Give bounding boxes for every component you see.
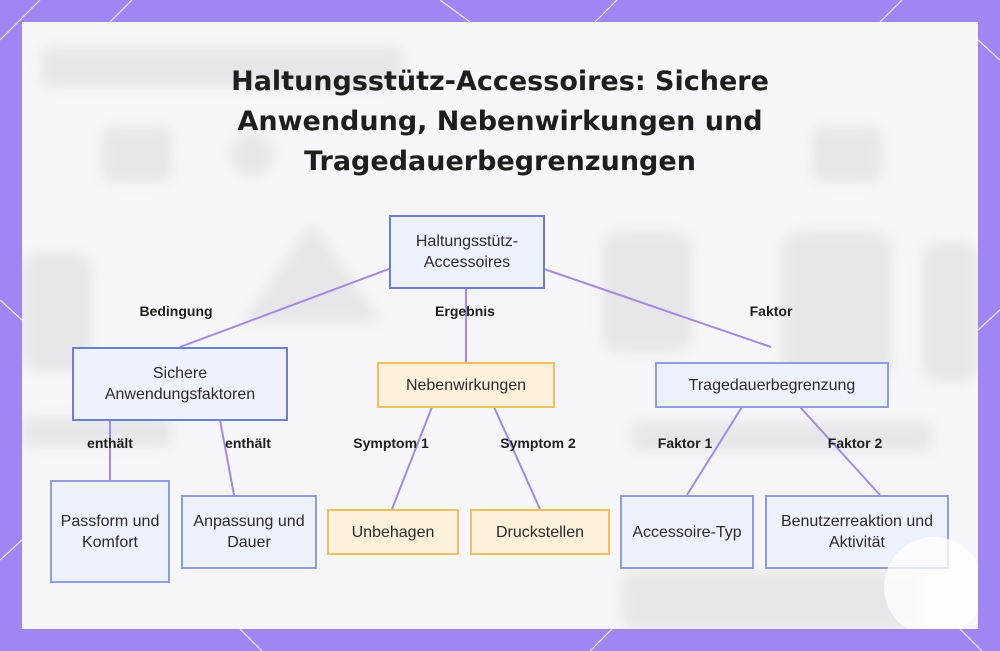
edge-duration-type: [686, 406, 743, 496]
node-duration-limit: Tragedauerbegrenzung: [655, 362, 889, 408]
node-pressure-points: Druckstellen: [470, 509, 610, 555]
node-accessory-type: Accessoire-Typ: [620, 495, 754, 569]
node-root: Haltungsstütz-Accessoires: [389, 215, 545, 289]
edge-label-symptom-2: Symptom 2: [500, 435, 576, 451]
edge-side-effects-discomfort: [391, 406, 433, 510]
edge-root-duration: [543, 268, 772, 348]
edge-label-factor: Faktor: [749, 303, 793, 319]
edge-label-contains-2: enthält: [225, 435, 271, 451]
edge-side-effects-pressure: [493, 406, 541, 510]
node-fit-comfort: Passform und Komfort: [50, 480, 170, 583]
node-discomfort: Unbehagen: [327, 509, 459, 555]
diagram-title: Haltungsstütz-Accessoires: Sichere Anwen…: [231, 66, 769, 177]
node-safety-factors: Sichere Anwendungsfaktoren: [72, 347, 288, 421]
edge-label-condition: Bedingung: [139, 303, 213, 319]
edge-label-contains-1: enthält: [87, 435, 133, 451]
node-adjust-duration: Anpassung und Dauer: [181, 495, 317, 569]
connector-lines: [109, 268, 881, 510]
diagram-card: Haltungsstütz-Accessoires: Sichere Anwen…: [22, 22, 978, 629]
edge-root-safety: [179, 268, 390, 348]
node-side-effects: Nebenwirkungen: [377, 362, 555, 408]
edge-duration-reaction: [799, 406, 881, 496]
edge-label-factor-2: Faktor 2: [827, 435, 883, 451]
edge-safety-adjust: [219, 419, 235, 496]
edge-label-symptom-1: Symptom 1: [353, 435, 429, 451]
edge-label-result: Ergebnis: [435, 303, 495, 319]
watermark-logo: [884, 537, 978, 629]
edge-label-factor-1: Faktor 1: [657, 435, 713, 451]
blurred-background-illustration: [22, 47, 978, 629]
